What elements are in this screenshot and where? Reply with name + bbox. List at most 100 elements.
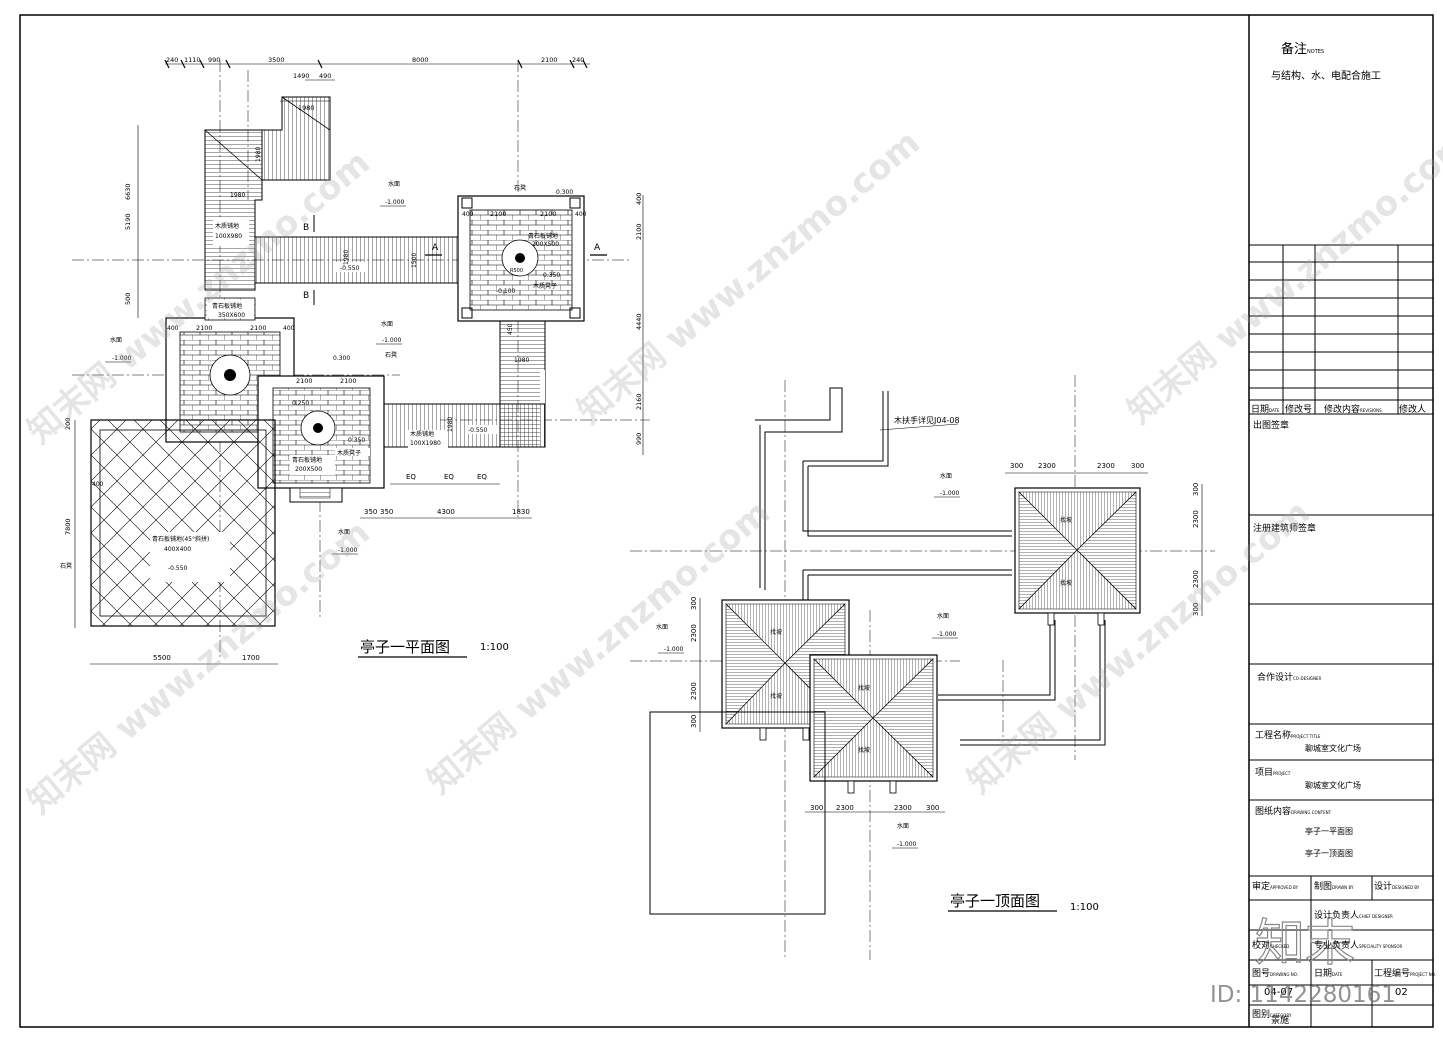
svg-text:400: 400	[462, 211, 474, 218]
rev-no: 修改号	[1285, 405, 1313, 415]
svg-text:1980: 1980	[230, 192, 245, 199]
svg-text:100X1980: 100X1980	[410, 440, 441, 447]
svg-text:0.300: 0.300	[556, 189, 573, 196]
svg-text:2300: 2300	[836, 804, 854, 812]
svg-text:-1.000: -1.000	[937, 631, 957, 638]
approved: 审定APPROVED BY	[1252, 882, 1299, 892]
svg-text:1980: 1980	[514, 357, 529, 364]
svg-text:-1.000: -1.000	[112, 355, 132, 362]
project-value: 聊城室文化广场	[1305, 781, 1361, 790]
svg-text:1500: 1500	[411, 253, 418, 268]
svg-text:0.350: 0.350	[543, 272, 560, 279]
svg-text:2160: 2160	[635, 393, 643, 410]
logo-watermark: 知末	[1255, 914, 1355, 972]
svg-text:3500: 3500	[268, 56, 285, 64]
id-watermark: ID: 1142280161	[1210, 982, 1396, 1008]
svg-text:350: 350	[364, 508, 377, 516]
svg-text:2100: 2100	[635, 223, 643, 240]
svg-text:200X500: 200X500	[532, 241, 559, 248]
roof-scale: 1:100	[1070, 902, 1099, 913]
svg-text:0.350: 0.350	[348, 437, 365, 444]
svg-text:EQ: EQ	[406, 473, 416, 481]
svg-text:1980: 1980	[255, 147, 262, 162]
chief-designer: 设计负责人CHIEF DESIGNER	[1314, 911, 1393, 921]
svg-text:350: 350	[380, 508, 393, 516]
svg-text:2100: 2100	[490, 210, 507, 218]
rev-content: 修改内容REVISIONS	[1324, 405, 1382, 415]
svg-text:水面: 水面	[381, 320, 393, 328]
svg-text:300: 300	[926, 804, 939, 812]
svg-text:2100: 2100	[340, 377, 357, 385]
designed: 设计DESIGNED BY	[1374, 882, 1420, 892]
svg-text:2300: 2300	[1097, 462, 1115, 470]
roof-title: 亭子一顶面图	[950, 892, 1040, 910]
svg-text:石凳: 石凳	[385, 351, 397, 359]
svg-text:300: 300	[1131, 462, 1144, 470]
svg-text:400: 400	[167, 325, 179, 332]
issue-seal: 出图签章	[1253, 421, 1290, 431]
svg-text:400: 400	[575, 211, 587, 218]
svg-text:-1.000: -1.000	[385, 199, 405, 206]
svg-text:2300: 2300	[1192, 570, 1200, 588]
svg-text:石凳: 石凳	[514, 184, 526, 192]
svg-text:300: 300	[1010, 462, 1023, 470]
svg-text:木质铺地: 木质铺地	[215, 222, 239, 230]
svg-text:500: 500	[124, 293, 132, 305]
drawing-no-label: 图号DRAWING NO.	[1252, 969, 1298, 979]
notes-text: 与结构、水、电配合施工	[1271, 71, 1381, 82]
svg-text:990: 990	[635, 433, 643, 445]
svg-text:水面: 水面	[338, 528, 350, 536]
svg-text:找坡: 找坡	[770, 692, 782, 700]
title-block-grid	[1249, 244, 1433, 1027]
svg-text:水面: 水面	[656, 623, 668, 631]
drawing-content-1: 亭子一平面图	[1305, 827, 1353, 836]
project-title: 聊城室文化广场	[1305, 744, 1361, 753]
svg-text:8000: 8000	[412, 56, 429, 64]
plan-title: 亭子一平面图	[360, 638, 450, 656]
svg-text:找坡: 找坡	[1060, 579, 1072, 587]
svg-text:木质凳子: 木质凳子	[533, 282, 557, 290]
svg-text:350X600: 350X600	[218, 312, 245, 319]
svg-text:2300: 2300	[1192, 510, 1200, 528]
svg-text:2100: 2100	[296, 377, 313, 385]
drawn: 制图DRAWN BY	[1314, 882, 1354, 892]
svg-text:2100: 2100	[540, 210, 557, 218]
svg-text:1980: 1980	[343, 250, 350, 265]
drawing-no-value: 04-07	[1264, 987, 1294, 998]
svg-text:-0.550: -0.550	[468, 427, 488, 434]
project-title-label: 工程名称PROJECT TITLE	[1255, 731, 1321, 741]
category-label: 图别CATEGORY	[1252, 1010, 1292, 1020]
roof-drawing: 木扶手详见J04-08 找坡 找坡 找坡 找坡 找坡 找坡	[630, 375, 1215, 960]
date-label: 日期DATE	[1314, 969, 1343, 979]
svg-text:2300: 2300	[894, 804, 912, 812]
svg-text:找坡: 找坡	[858, 746, 870, 754]
svg-text:990: 990	[208, 56, 220, 64]
svg-text:1490: 1490	[293, 72, 310, 80]
svg-text:找坡: 找坡	[858, 684, 870, 692]
svg-text:水面: 水面	[940, 472, 952, 480]
rev-date: 日期DATE	[1251, 405, 1280, 415]
svg-text:-1.000: -1.000	[897, 841, 917, 848]
svg-text:2100: 2100	[541, 56, 558, 64]
svg-text:450: 450	[507, 323, 514, 335]
svg-text:5500: 5500	[153, 654, 171, 662]
svg-text:100X980: 100X980	[215, 233, 242, 240]
svg-text:0.250: 0.250	[292, 400, 309, 407]
svg-text:水面: 水面	[110, 336, 122, 344]
svg-text:水面: 水面	[897, 822, 909, 830]
svg-text:400X400: 400X400	[164, 546, 191, 553]
svg-text:B: B	[303, 223, 309, 233]
svg-text:4300: 4300	[437, 508, 455, 516]
svg-text:-0.550: -0.550	[168, 565, 188, 572]
svg-text:找坡: 找坡	[1060, 516, 1072, 524]
svg-text:-0.550: -0.550	[340, 265, 360, 272]
svg-text:水面: 水面	[388, 180, 400, 188]
svg-text:-1.000: -1.000	[338, 547, 358, 554]
svg-text:青石板铺地: 青石板铺地	[528, 232, 558, 240]
svg-text:300: 300	[810, 804, 823, 812]
svg-text:200: 200	[64, 418, 72, 430]
svg-text:490: 490	[319, 72, 331, 80]
svg-text:2100: 2100	[250, 324, 267, 332]
